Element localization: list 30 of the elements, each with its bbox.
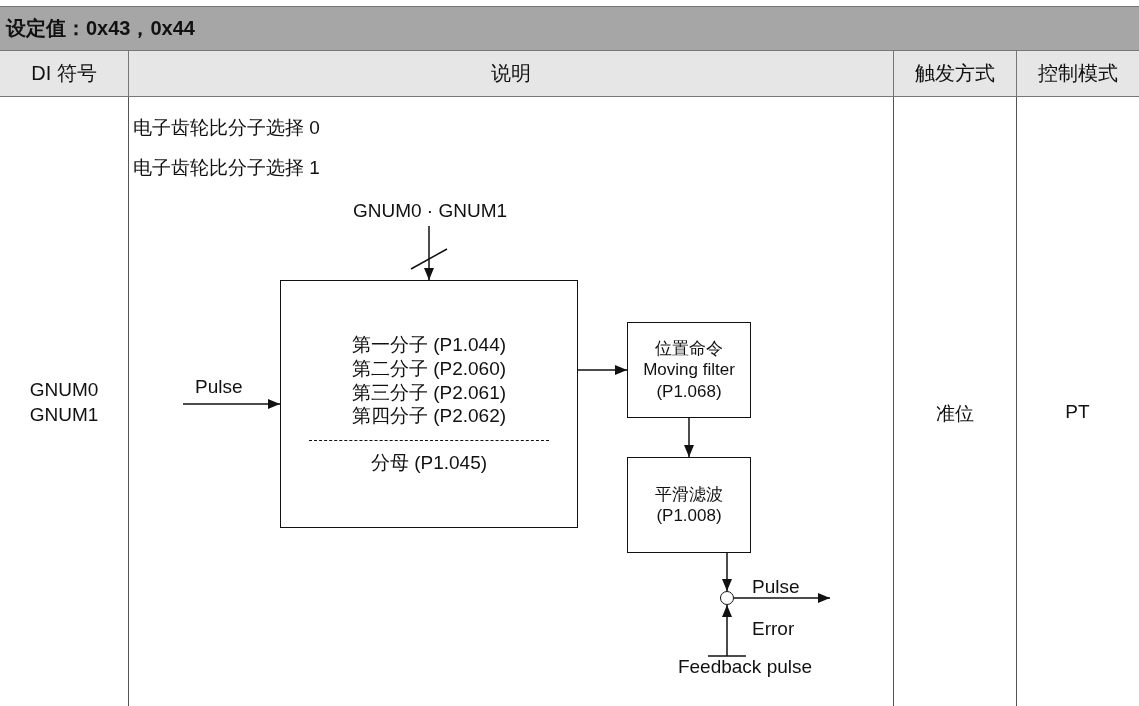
column-header: 控制模式 [1016,50,1139,97]
process-box [280,280,578,528]
box-text: 第二分子 (P2.060) [351,356,507,381]
box-text: 分母 (P1.045) [370,451,488,475]
table-cell-text: GNUM0 GNUM1 [28,378,100,427]
column-header: 触发方式 [893,50,1016,97]
summing-junction [720,591,734,605]
signal-label: GNUM0 · GNUM1 [320,200,540,226]
arrow [410,225,448,281]
column-header: DI 符号 [0,50,128,97]
arrow [684,417,694,458]
table-cell-text: 电子齿轮比分子选择 1 [133,156,320,180]
column-header: 说明 [128,50,893,97]
box-text: 位置命令 Moving filter (P1.068) [642,338,736,402]
box-text: 第三分子 (P2.061) [351,380,507,405]
arrow [722,552,732,592]
table-cell-text: 准位 [934,402,975,426]
process-box [627,457,751,553]
box-text: 第一分子 (P1.044) [351,333,507,357]
box-text: 第四分子 (P2.062) [351,404,507,429]
arrow [733,593,831,603]
process-box [627,322,751,418]
table-cell-text: PT [1064,401,1091,423]
title-bar: 设定值：0x43，0x44 [0,6,1139,50]
table-cell-text: 电子齿轮比分子选择 0 [133,116,320,140]
arrow [707,604,747,657]
box-text: 平滑滤波 (P1.008) [654,483,724,527]
arrow [577,365,628,375]
signal-label: Feedback pulse [660,656,830,682]
arrow [182,399,281,409]
